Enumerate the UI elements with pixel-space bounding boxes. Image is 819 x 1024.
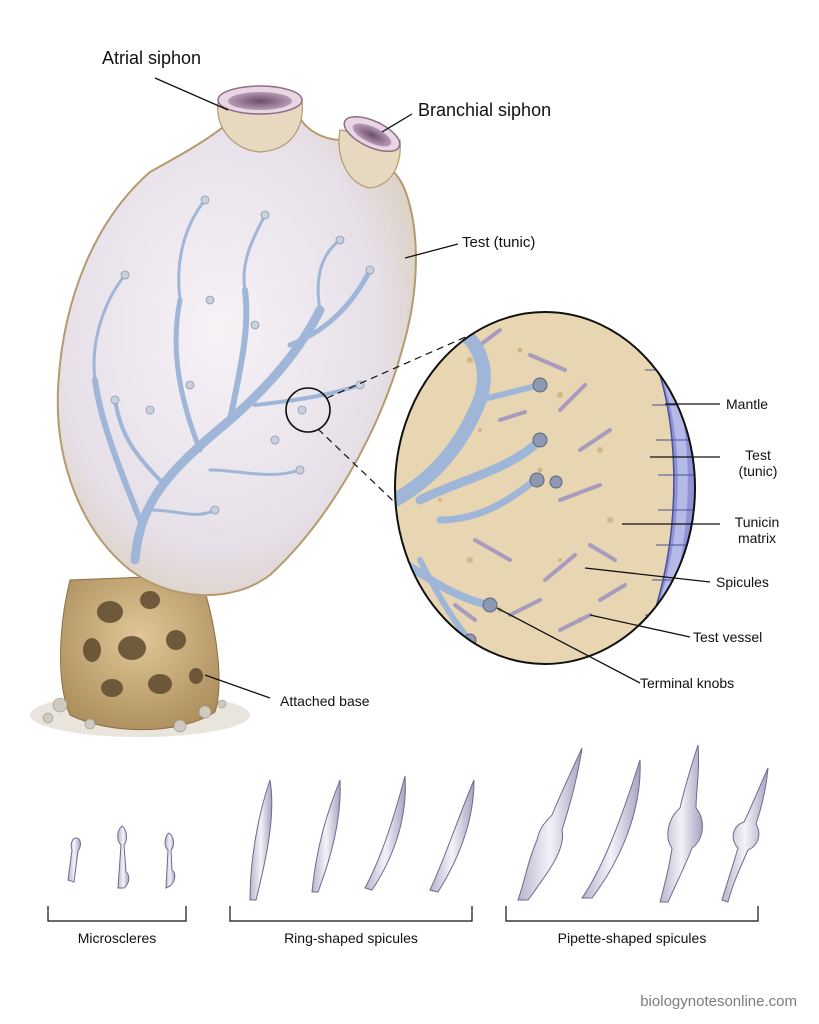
attached-base bbox=[30, 574, 250, 737]
tunic-body bbox=[56, 85, 417, 597]
tunic-vessel-knobs bbox=[110, 195, 375, 515]
label-test-tunic: Test (tunic) bbox=[462, 234, 536, 251]
magnify-line-top bbox=[326, 327, 487, 399]
watermark: biologynotesonline.com bbox=[640, 993, 797, 1010]
label-mantle: Mantle bbox=[726, 396, 769, 412]
label-branchial-siphon: Branchial siphon bbox=[418, 100, 552, 120]
label-test-tunic-inset-line1: Test bbox=[745, 447, 771, 463]
microscleres-drawings bbox=[67, 825, 176, 889]
label-test-vessel: Test vessel bbox=[693, 629, 763, 645]
ring-shaped-spicules-drawings bbox=[249, 775, 475, 901]
label-ring-shaped-spicules: Ring-shaped spicules bbox=[284, 930, 418, 946]
label-spicules: Spicules bbox=[716, 574, 769, 590]
label-attached-base: Attached base bbox=[280, 693, 370, 709]
leader-lines bbox=[154, 77, 720, 699]
label-tunicin-matrix-line2: matrix bbox=[737, 530, 777, 546]
label-microscleres: Microscleres bbox=[77, 930, 157, 946]
magnified-inset bbox=[394, 311, 696, 665]
pipette-shaped-spicules-drawings bbox=[517, 744, 769, 903]
label-pipette-shaped-spicules: Pipette-shaped spicules bbox=[557, 930, 707, 946]
label-test-tunic-inset-line2: (tunic) bbox=[738, 463, 778, 479]
label-terminal-knobs: Terminal knobs bbox=[640, 675, 735, 691]
label-tunicin-matrix-line1: Tunicin bbox=[734, 514, 780, 530]
magnify-origin-circle bbox=[285, 387, 331, 433]
label-tunicin-matrix: Tunicin matrix bbox=[726, 514, 788, 546]
label-test-tunic-inset: Test (tunic) bbox=[728, 447, 788, 479]
group-brackets bbox=[47, 906, 759, 922]
label-atrial-siphon: Atrial siphon bbox=[102, 48, 202, 68]
